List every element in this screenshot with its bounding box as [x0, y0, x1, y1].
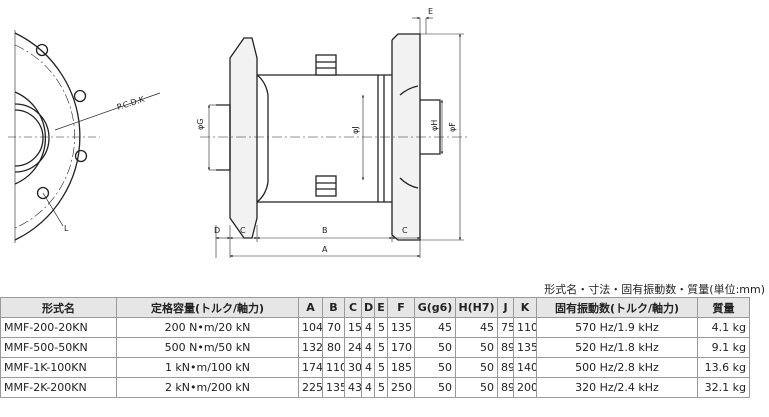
- cell-j: 75: [497, 317, 514, 338]
- cell-b: 70: [322, 317, 345, 338]
- cell-rated-capacity: 2 kN•m/200 kN: [116, 377, 299, 398]
- spec-table: 形式名 定格容量(トルク/軸力) A B C D E F G(g6) H(H7)…: [0, 297, 750, 398]
- cell-a: 225: [298, 377, 323, 398]
- header-j: J: [497, 297, 514, 318]
- cell-k: 135: [513, 337, 537, 358]
- cell-f: 250: [387, 377, 415, 398]
- coupling-side-view: [216, 33, 441, 241]
- cell-mass: 13.6 kg: [697, 357, 750, 378]
- cell-e: 5: [374, 317, 388, 338]
- cell-model: MMF-1K-100KN: [0, 357, 117, 378]
- dim-b-label: B: [322, 226, 328, 235]
- cell-natural-frequency: 520 Hz/1.8 kHz: [536, 337, 698, 358]
- table-row: MMF-200-20KN 200 N•m/20 kN 104 70 15 4 5…: [0, 317, 750, 338]
- cell-k: 140: [513, 357, 537, 378]
- table-row: MMF-1K-100KN 1 kN•m/100 kN 174 110 30 4 …: [0, 357, 750, 378]
- cell-e: 5: [374, 377, 388, 398]
- cell-a: 174: [298, 357, 323, 378]
- cell-c: 43: [344, 377, 362, 398]
- cell-d: 4: [361, 377, 375, 398]
- cell-h: 50: [455, 337, 498, 358]
- cell-b: 135: [322, 377, 345, 398]
- dim-f-label: φF: [448, 122, 457, 132]
- header-mass: 質量: [697, 297, 750, 318]
- cell-a: 104: [298, 317, 323, 338]
- cell-c: 15: [344, 317, 362, 338]
- header-model: 形式名: [0, 297, 117, 318]
- pcd-label: P.C.D.K: [116, 94, 146, 112]
- cell-h: 50: [455, 357, 498, 378]
- cell-j: 89: [497, 337, 514, 358]
- technical-drawing: P.C.D.K L: [8, 7, 470, 258]
- cell-e: 5: [374, 357, 388, 378]
- header-d: D: [361, 297, 375, 318]
- cell-b: 110: [322, 357, 345, 378]
- cell-model: MMF-500-50KN: [0, 337, 117, 358]
- header-g: G(g6): [414, 297, 456, 318]
- l-label: L: [64, 224, 69, 233]
- dim-h-label: φH: [430, 120, 439, 131]
- dim-j-label: φJ: [351, 126, 360, 134]
- table-row: MMF-500-50KN 500 N•m/50 kN 132 80 24 4 5…: [0, 337, 750, 358]
- cell-f: 170: [387, 337, 415, 358]
- dim-g-label: φG: [196, 119, 205, 130]
- header-b: B: [322, 297, 345, 318]
- dim-c-left-label: C: [240, 226, 246, 235]
- header-f: F: [387, 297, 415, 318]
- cell-mass: 4.1 kg: [697, 317, 750, 338]
- cell-rated-capacity: 200 N•m/20 kN: [116, 317, 299, 338]
- cell-a: 132: [298, 337, 323, 358]
- cell-b: 80: [322, 337, 345, 358]
- cell-f: 185: [387, 357, 415, 378]
- cell-j: 89: [497, 357, 514, 378]
- cell-g: 50: [414, 377, 456, 398]
- cell-natural-frequency: 320 Hz/2.4 kHz: [536, 377, 698, 398]
- cell-g: 50: [414, 357, 456, 378]
- cell-c: 30: [344, 357, 362, 378]
- cell-mass: 9.1 kg: [697, 337, 750, 358]
- cell-rated-capacity: 1 kN•m/100 kN: [116, 357, 299, 378]
- cell-mass: 32.1 kg: [697, 377, 750, 398]
- cell-c: 24: [344, 337, 362, 358]
- cell-natural-frequency: 570 Hz/1.9 kHz: [536, 317, 698, 338]
- dim-e-label: E: [428, 7, 433, 16]
- cell-g: 45: [414, 317, 456, 338]
- dimension-lines: [207, 16, 464, 258]
- cell-k: 110: [513, 317, 537, 338]
- cell-e: 5: [374, 337, 388, 358]
- table-header-row: 形式名 定格容量(トルク/軸力) A B C D E F G(g6) H(H7)…: [0, 297, 750, 318]
- dim-d-label: D: [214, 226, 220, 235]
- cell-h: 45: [455, 317, 498, 338]
- cell-d: 4: [361, 357, 375, 378]
- cell-model: MMF-200-20KN: [0, 317, 117, 338]
- cell-natural-frequency: 500 Hz/2.8 kHz: [536, 357, 698, 378]
- cell-g: 50: [414, 337, 456, 358]
- cell-rated-capacity: 500 N•m/50 kN: [116, 337, 299, 358]
- cell-d: 4: [361, 337, 375, 358]
- header-rated-capacity: 定格容量(トルク/軸力): [116, 297, 299, 318]
- header-e: E: [374, 297, 388, 318]
- flange-end-view: [8, 30, 161, 243]
- header-a: A: [298, 297, 323, 318]
- cell-model: MMF-2K-200KN: [0, 377, 117, 398]
- cell-j: 89: [497, 377, 514, 398]
- header-k: K: [513, 297, 537, 318]
- table-caption: 形式名・寸法・固有振動数・質量(単位:mm): [544, 283, 765, 296]
- cell-h: 50: [455, 377, 498, 398]
- cell-d: 4: [361, 317, 375, 338]
- table-row: MMF-2K-200KN 2 kN•m/200 kN 225 135 43 4 …: [0, 377, 750, 398]
- dim-a-label: A: [322, 245, 328, 254]
- cell-f: 135: [387, 317, 415, 338]
- dim-c-right-label: C: [402, 226, 408, 235]
- header-natural-frequency: 固有振動数(トルク/軸力): [536, 297, 698, 318]
- header-h: H(H7): [455, 297, 498, 318]
- cell-k: 200: [513, 377, 537, 398]
- header-c: C: [344, 297, 362, 318]
